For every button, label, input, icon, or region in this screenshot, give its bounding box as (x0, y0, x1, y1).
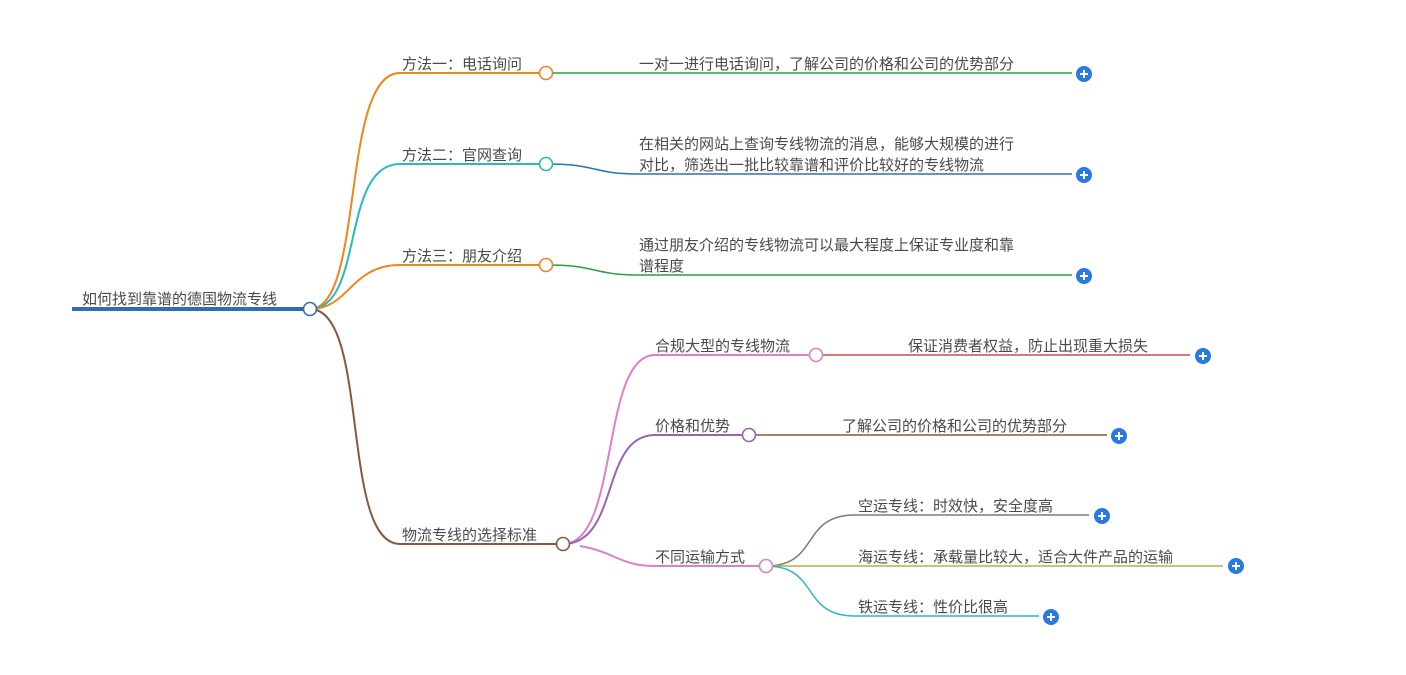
rail-freight-label[interactable]: 铁运专线：性价比很高 (858, 598, 1008, 616)
criteria-item3-label[interactable]: 不同运输方式 (655, 548, 745, 566)
link-criteria-item2 (562, 434, 749, 545)
plus-icon (1232, 562, 1240, 570)
method2-detail-line2[interactable]: 对比，筛选出一批比较靠谱和评价比较好的专线物流 (639, 156, 984, 174)
plus-icon (1098, 512, 1106, 520)
method1-detail-text[interactable]: 一对一进行电话询问，了解公司的价格和公司的优势部分 (639, 55, 1014, 73)
method3-detail-line2[interactable]: 谱程度 (639, 257, 684, 275)
link-item3-sub3 (765, 565, 1039, 617)
method2-collapse-toggle[interactable] (538, 156, 554, 172)
expand-button-item2[interactable] (1111, 428, 1127, 444)
expand-button-method3[interactable] (1076, 268, 1092, 284)
item2-collapse-toggle[interactable] (741, 427, 757, 443)
criteria-item2-label[interactable]: 价格和优势 (655, 417, 730, 435)
plus-icon (1080, 70, 1088, 78)
expand-button-item1[interactable] (1195, 348, 1211, 364)
link-method2-detail (545, 163, 1072, 175)
air-freight-label[interactable]: 空运专线：时效快，安全度高 (858, 497, 1053, 515)
plus-icon (1199, 352, 1207, 360)
item3-collapse-toggle[interactable] (758, 558, 774, 574)
criteria-item1-label[interactable]: 合规大型的专线物流 (655, 337, 790, 355)
criteria-collapse-toggle[interactable] (555, 536, 571, 552)
expand-button-method2[interactable] (1076, 167, 1092, 183)
sea-freight-label[interactable]: 海运专线：承载量比较大，适合大件产品的运输 (858, 548, 1173, 566)
criteria-label[interactable]: 物流专线的选择标准 (402, 526, 537, 544)
method3-label[interactable]: 方法三：朋友介绍 (402, 247, 522, 265)
item1-collapse-toggle[interactable] (808, 347, 824, 363)
root-node-label[interactable]: 如何找到靠谱的德国物流专线 (82, 290, 277, 308)
link-method3-detail (545, 264, 1072, 276)
method3-detail-line1[interactable]: 通过朋友介绍的专线物流可以最大程度上保证专业度和靠 (639, 236, 1014, 254)
method3-collapse-toggle[interactable] (538, 257, 554, 273)
plus-icon (1080, 272, 1088, 280)
expand-button-air[interactable] (1094, 508, 1110, 524)
link-criteria-item3 (579, 545, 766, 567)
link-item3-sub1 (765, 514, 1089, 567)
method1-label[interactable]: 方法一：电话询问 (402, 55, 522, 73)
root-collapse-toggle[interactable] (302, 301, 318, 317)
method2-detail-line1[interactable]: 在相关的网站上查询专线物流的消息，能够大规模的进行 (639, 135, 1014, 153)
item1-detail-text[interactable]: 保证消费者权益，防止出现重大损失 (908, 337, 1148, 355)
link-root-method3 (309, 264, 546, 310)
expand-button-rail[interactable] (1043, 609, 1059, 625)
link-root-criteria (309, 308, 563, 545)
item2-detail-text[interactable]: 了解公司的价格和公司的优势部分 (842, 417, 1067, 435)
link-root-method1 (309, 72, 546, 310)
link-root-method2 (309, 163, 546, 310)
plus-icon (1115, 432, 1123, 440)
link-criteria-item1 (562, 354, 816, 545)
method2-label[interactable]: 方法二：官网查询 (402, 146, 522, 164)
method1-collapse-toggle[interactable] (538, 65, 554, 81)
plus-icon (1080, 171, 1088, 179)
expand-button-method1[interactable] (1076, 66, 1092, 82)
plus-icon (1047, 613, 1055, 621)
expand-button-sea[interactable] (1228, 558, 1244, 574)
connector-lines (72, 72, 1223, 617)
